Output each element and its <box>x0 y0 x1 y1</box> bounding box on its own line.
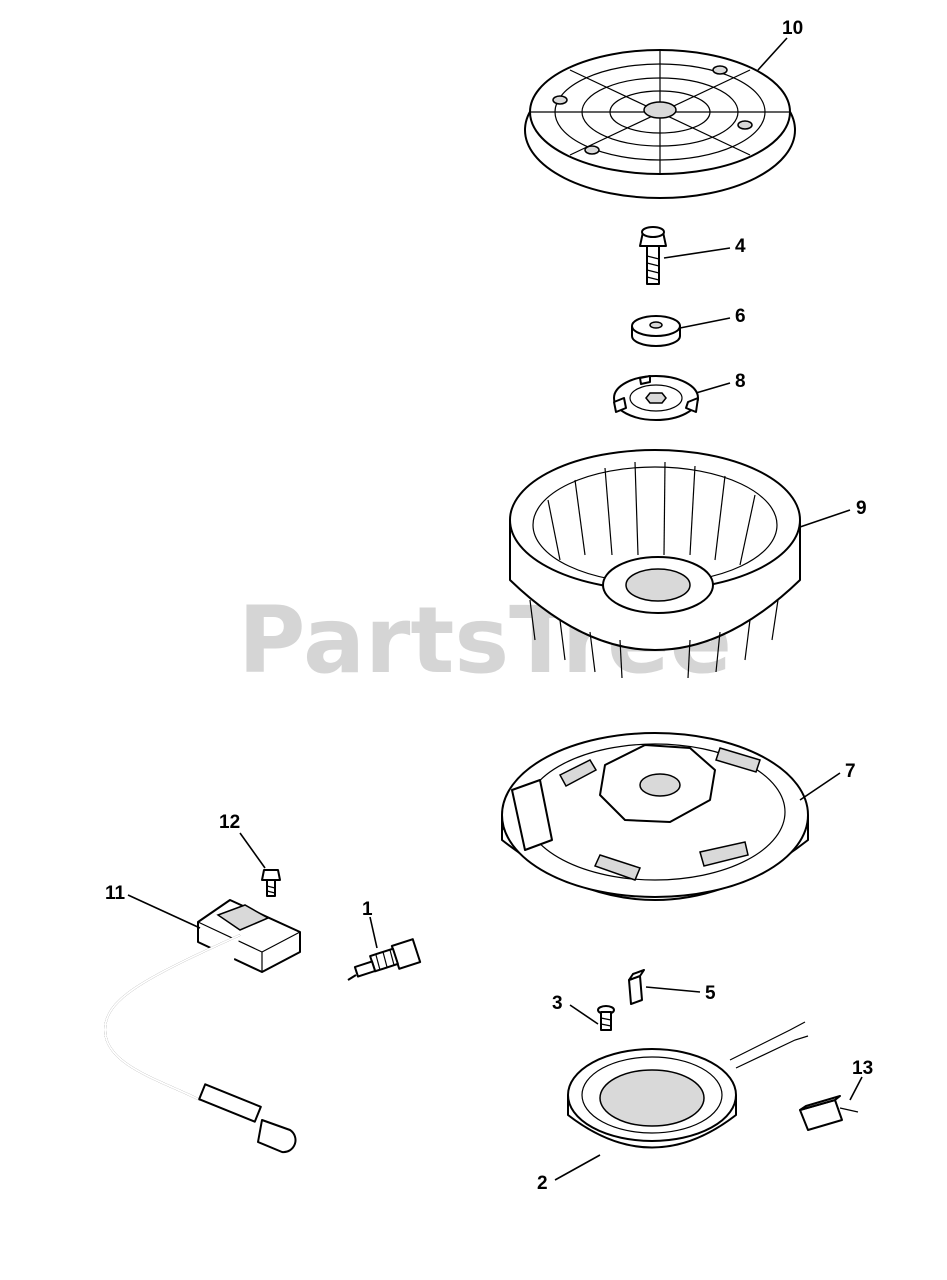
part-fan-retainer[interactable] <box>613 375 699 421</box>
part-rectifier[interactable] <box>799 1095 859 1131</box>
callout-11[interactable]: 11 <box>105 883 126 904</box>
callout-labels: 10 4 6 8 9 7 12 11 1 5 3 13 2 <box>105 18 873 1194</box>
callout-6[interactable]: 6 <box>735 306 746 327</box>
part-stator-screw[interactable] <box>597 1005 615 1031</box>
callout-4[interactable]: 4 <box>735 236 746 257</box>
callout-3[interactable]: 3 <box>552 993 563 1014</box>
callout-9[interactable]: 9 <box>856 498 867 519</box>
callout-1[interactable]: 1 <box>362 899 373 920</box>
part-cooling-fan[interactable] <box>509 449 801 679</box>
part-ignition-module[interactable] <box>103 899 301 1154</box>
part-screw-small[interactable] <box>261 869 281 897</box>
part-grass-screen[interactable] <box>524 49 796 199</box>
callout-5[interactable]: 5 <box>705 983 716 1004</box>
leader-lines <box>127 37 863 1181</box>
callout-13[interactable]: 13 <box>852 1058 873 1079</box>
callout-8[interactable]: 8 <box>735 371 746 392</box>
part-spark-plug[interactable] <box>347 938 422 981</box>
callout-2[interactable]: 2 <box>537 1173 548 1194</box>
callout-7[interactable]: 7 <box>845 761 856 782</box>
part-flywheel[interactable] <box>501 732 809 901</box>
part-flywheel-bolt[interactable] <box>639 226 667 285</box>
part-washer[interactable] <box>631 315 681 347</box>
part-key[interactable] <box>628 969 645 1005</box>
part-stator[interactable] <box>567 1021 809 1149</box>
callout-10[interactable]: 10 <box>782 18 803 39</box>
callout-12[interactable]: 12 <box>219 812 240 833</box>
